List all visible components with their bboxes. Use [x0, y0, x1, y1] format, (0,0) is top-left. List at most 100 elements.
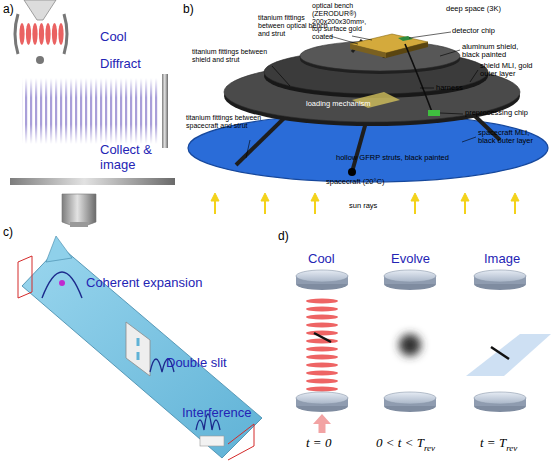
slit [137, 352, 140, 360]
cavity-standing-wave [19, 23, 63, 45]
step-label: Cool [100, 29, 127, 44]
panel-letter: b) [183, 2, 194, 16]
time-label: t = T [480, 435, 506, 450]
lens [296, 392, 348, 412]
wave-lobe [58, 23, 63, 45]
step-label: Diffract [100, 56, 141, 71]
part-label-holder: spacecraft (20°C) [326, 178, 384, 186]
step-label-holder: Cool [308, 252, 335, 267]
part-label-holder: spacecraft MLI, black outer layer [478, 129, 548, 146]
wave-packet [42, 272, 82, 298]
part-label-holder: titanium fittings between spacecraft and… [186, 114, 262, 130]
lens [474, 270, 526, 290]
standing-wave [304, 297, 340, 395]
part-label: titanium fittings between shield and str… [192, 48, 267, 63]
panel-letter-holder: b) [183, 3, 194, 16]
lens [384, 270, 436, 290]
part-label: preprocessing chip [465, 108, 528, 117]
leader-line [272, 66, 290, 86]
step-label-holder: Evolve [391, 252, 430, 267]
arrow-head [211, 193, 219, 201]
part-label: shield MLI, gold outer layer [480, 61, 533, 78]
wave-lobe [26, 23, 31, 45]
panel-letter-holder: c) [3, 226, 13, 239]
part-label-holder: titanium fittings between shield and str… [192, 48, 274, 64]
part-label-holder: preprocessing chip [465, 109, 528, 117]
part-label-holder: deep space (3K) [446, 5, 501, 13]
frame-corner [18, 256, 32, 298]
part-label-holder: aluminum shield, black painted [462, 43, 524, 60]
arrow-head [461, 193, 469, 201]
step-label: Interference [182, 405, 251, 420]
step-label: Collect & image [100, 142, 152, 172]
part-label: deep space (3K) [446, 4, 501, 13]
panel-letter: d) [278, 229, 289, 243]
part-label-holder: detector chip [452, 27, 495, 35]
part-label: spacecraft (20°C) [326, 177, 384, 186]
part-label-holder: optical bench (ZERODUR®) 200x200x30mm³, … [312, 2, 374, 41]
part-label-holder: shield MLI, gold outer layer [480, 62, 540, 79]
ribbon-crest [46, 236, 72, 262]
step-label: Image [484, 251, 520, 266]
frame-corner [228, 424, 254, 460]
part-label: loading mechanism [306, 99, 371, 108]
panel-letter: c) [3, 225, 13, 239]
bench-side [350, 44, 386, 58]
leader-line [470, 70, 478, 82]
part-label: spacecraft MLI, black outer layer [478, 128, 533, 145]
wave-lobe [19, 23, 24, 45]
step-label-holder: Diffract [100, 57, 141, 72]
leader-line [440, 50, 460, 56]
spacecraft-point [348, 168, 356, 176]
leader-line [462, 137, 476, 142]
cooling-arrow [313, 414, 331, 433]
harness-cable [405, 44, 432, 112]
atom-source-nozzle [24, 0, 56, 20]
part-label: optical bench (ZERODUR®) 200x200x30mm³, … [312, 2, 366, 40]
time-label-holder: t = Trev [480, 436, 517, 453]
spread-wavefunction [399, 334, 421, 356]
leader-line [246, 140, 250, 158]
step-label-holder: Interference [182, 406, 251, 421]
grating-plate [162, 74, 168, 148]
leader-line [440, 113, 463, 114]
step-label-holder: Coherent expansion [86, 276, 202, 291]
collection-plate [10, 178, 175, 185]
step-label: Double slit [166, 355, 227, 370]
detector-screen [200, 436, 224, 446]
leader-line [420, 88, 434, 89]
panel-letter-holder: d) [278, 230, 289, 243]
wave-lobe [39, 23, 44, 45]
preprocessing-chip [428, 110, 440, 116]
cavity-mirror [64, 14, 67, 54]
part-label: hollow GFRP struts, black painted [336, 153, 449, 162]
arrow-head [261, 193, 269, 201]
arrow-head [311, 193, 319, 201]
wave-fade [22, 78, 160, 144]
time-subscript: rev [506, 443, 517, 453]
slit [137, 338, 140, 346]
part-label-holder: titanium fittings between optical bench … [258, 14, 332, 37]
objective-tip [70, 222, 88, 227]
wave-lobe [32, 23, 37, 45]
particle [59, 280, 65, 286]
step-label-holder: Image [484, 252, 520, 267]
panel-letter-holder: a) [3, 3, 14, 16]
step-label: Coherent expansion [86, 275, 202, 290]
detector-chip [398, 36, 413, 41]
sun-ray-arrows [211, 193, 519, 214]
leader-lines [246, 32, 478, 158]
part-label: sun rays [349, 201, 377, 210]
step-label-holder: Cool [100, 30, 127, 45]
step-label: Cool [308, 251, 335, 266]
part-label: detector chip [452, 26, 495, 35]
sun-ray [264, 200, 266, 214]
arrow-head [411, 193, 419, 201]
lens [474, 392, 526, 412]
particle-rod [314, 333, 331, 342]
cavity-mirror [15, 14, 18, 54]
sun-ray [464, 200, 466, 214]
time-label: t = 0 [306, 435, 331, 450]
